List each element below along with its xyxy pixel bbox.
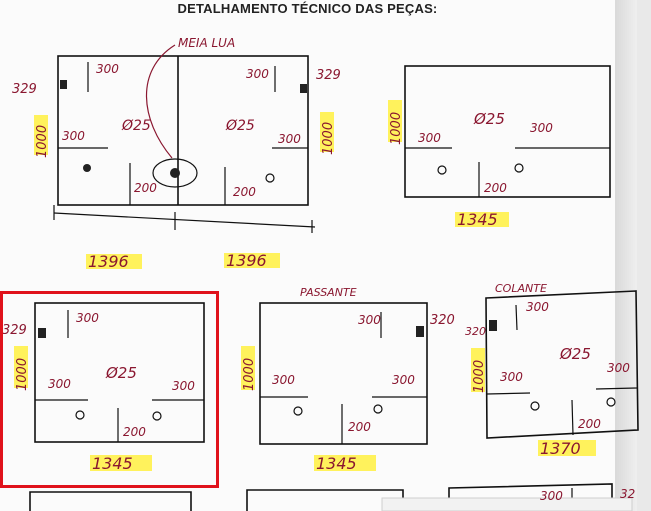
piece-1-dia-right: Ø25: [225, 118, 255, 134]
piece-5-bottom: 200: [578, 417, 601, 431]
document-title: DETALHAMENTO TÉCNICO DAS PEÇAS:: [177, 1, 438, 16]
piece-5-note: COLANTE: [495, 282, 547, 295]
piece-3[interactable]: 329 1000 300 300 300 Ø25 200 1345: [2, 302, 205, 473]
piece-5-dim-left: 300: [500, 370, 523, 384]
meia-lua-marker: [152, 158, 198, 188]
piece-5-dim-right: 300: [607, 361, 630, 375]
piece-5-outline: [485, 290, 639, 439]
piece-6-right-top: 32: [620, 487, 635, 501]
piece-1-height-right: 1000: [321, 122, 336, 155]
piece-4-dim-top: 300: [358, 313, 381, 327]
piece-3-dim-top: 300: [76, 311, 99, 325]
hole-icon: [514, 163, 524, 173]
page-footer-strip: [381, 497, 633, 511]
piece-3-left-top: 329: [2, 323, 27, 338]
hinge-icon: [489, 320, 497, 331]
piece-4-note: PASSANTE: [300, 286, 357, 299]
piece-4-outline: [259, 302, 428, 445]
piece-2-height: 1000: [389, 112, 404, 145]
piece-3-dia: Ø25: [105, 364, 137, 382]
piece-1-bottom-right: 200: [233, 185, 256, 199]
piece-1-bottom-left: 200: [134, 181, 157, 195]
piece-5-dim-top: 300: [526, 300, 549, 314]
piece-1-dim-ml: 300: [62, 129, 85, 143]
piece-4-height: 1000: [242, 358, 257, 391]
partial-row: 300 32: [29, 483, 635, 511]
piece-4-dim-left: 300: [272, 373, 295, 387]
piece-5[interactable]: COLANTE 320 1000 300 300 300 Ø25 200 137…: [465, 282, 639, 458]
piece-2-width: 1345: [457, 210, 498, 229]
piece-3-dim-right: 300: [172, 379, 195, 393]
hole-icon: [152, 411, 162, 421]
hole-icon: [75, 410, 85, 420]
piece-3-width: 1345: [92, 454, 133, 473]
piece-4-dim-right: 300: [392, 373, 415, 387]
hole-icon: [170, 168, 180, 178]
hinge-icon: [38, 328, 46, 338]
piece-4-width: 1345: [316, 454, 357, 473]
piece-partial-outline: [246, 489, 404, 511]
page-edge-shadow: [615, 0, 637, 511]
piece-1-dim-tr: 300: [246, 67, 269, 81]
piece-partial-outline: [29, 491, 192, 511]
piece-1-dim-mr: 300: [278, 132, 301, 146]
hole-icon: [83, 164, 91, 172]
hole-icon: [265, 173, 275, 183]
hinge-icon: [300, 84, 307, 93]
piece-1-height-left: 1000: [35, 125, 50, 158]
piece-2-bottom: 200: [484, 181, 507, 195]
piece-2[interactable]: 1000 300 300 Ø25 200 1345: [388, 65, 611, 229]
piece-3-height: 1000: [15, 358, 30, 391]
piece-2-outline: [404, 65, 611, 198]
piece-6-dim-top: 300: [540, 489, 563, 503]
piece-2-dia: Ø25: [473, 110, 505, 128]
piece-1-dim-tl: 300: [96, 62, 119, 76]
hinge-icon: [416, 326, 424, 337]
piece-5-dia: Ø25: [559, 345, 591, 363]
hinge-icon: [60, 80, 67, 89]
hole-icon: [606, 397, 616, 407]
piece-5-height: 1000: [472, 360, 487, 393]
hole-icon: [373, 404, 383, 414]
piece-1-note: MEIA LUA: [178, 36, 235, 50]
selection-highlight-box: [0, 291, 219, 488]
hole-icon: [437, 165, 447, 175]
piece-1-dia-left: Ø25: [121, 118, 151, 134]
piece-1-width-right: 1396: [226, 251, 267, 270]
piece-4[interactable]: PASSANTE 320 1000 300 300 300 200 1345: [241, 286, 455, 473]
piece-1-outline: [57, 55, 309, 206]
piece-3-dim-left: 300: [48, 377, 71, 391]
hole-icon: [293, 406, 303, 416]
piece-3-outline: [34, 302, 205, 443]
piece-5-width: 1370: [540, 439, 581, 458]
piece-4-bottom: 200: [348, 420, 371, 434]
piece-1[interactable]: MEIA LUA 329 329 1000 1000 300 300 300 3…: [12, 36, 341, 271]
hole-icon: [530, 401, 540, 411]
piece-2-dim-left: 300: [418, 131, 441, 145]
piece-3-bottom: 200: [123, 425, 146, 439]
piece-1-left-top: 329: [12, 82, 37, 97]
piece-5-left-top: 320: [465, 325, 486, 338]
piece-4-right-top: 320: [430, 313, 455, 328]
piece-1-width-left: 1396: [88, 252, 129, 271]
piece-1-right-top: 329: [316, 68, 341, 83]
piece-2-dim-right: 300: [530, 121, 553, 135]
